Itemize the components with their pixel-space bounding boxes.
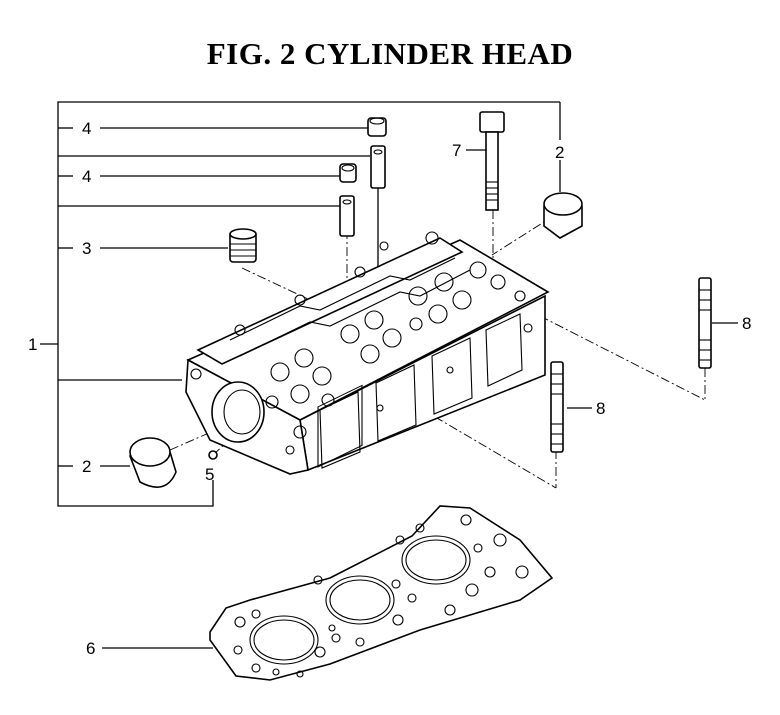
callout-bracket-lines: [40, 101, 738, 649]
threaded-plug: [229, 228, 257, 263]
callout-6: 6: [86, 639, 95, 658]
callout-2-top: 2: [555, 143, 564, 162]
expansion-plug-bottom: [129, 437, 177, 488]
head-bolt: [479, 111, 505, 211]
valve-guide-1: [370, 145, 386, 189]
head-gasket: [209, 505, 554, 681]
figure-title: FIG. 2 CYLINDER HEAD: [206, 36, 574, 71]
callout-7: 7: [452, 141, 461, 160]
callout-3: 3: [82, 239, 91, 258]
callout-8-mid: 8: [596, 399, 605, 418]
cylinder-head-block: [185, 231, 550, 475]
dowel-pin: [208, 450, 218, 460]
callout-1: 1: [28, 335, 37, 354]
callout-5: 5: [205, 465, 214, 484]
stud-right: [698, 277, 712, 369]
valve-stem-seal-mid: [339, 163, 357, 183]
stud-middle: [550, 361, 564, 453]
callout-labels: 1 2 2 3 4 4 5 6 7 8 8: [28, 119, 751, 658]
callout-8-right: 8: [742, 314, 751, 333]
callout-4-top: 4: [82, 119, 91, 138]
callout-2-bottom: 2: [82, 457, 91, 476]
expansion-plug-top: [543, 192, 583, 239]
valve-stem-seal-top: [367, 117, 387, 137]
valve-guide-2: [339, 195, 355, 237]
callout-4-mid: 4: [82, 167, 91, 186]
